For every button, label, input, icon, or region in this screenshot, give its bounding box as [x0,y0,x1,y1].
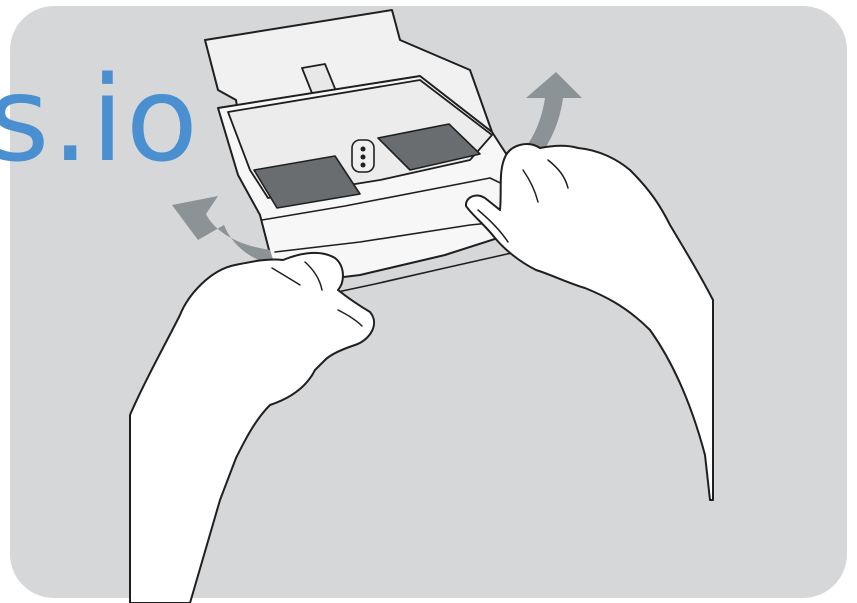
right-hand [466,144,713,500]
latch-dot-1 [361,147,366,152]
latch-dot-2 [361,155,366,160]
latch-dot-3 [361,163,366,168]
left-hand [130,253,374,603]
curved-arrow-up-icon [525,72,582,155]
